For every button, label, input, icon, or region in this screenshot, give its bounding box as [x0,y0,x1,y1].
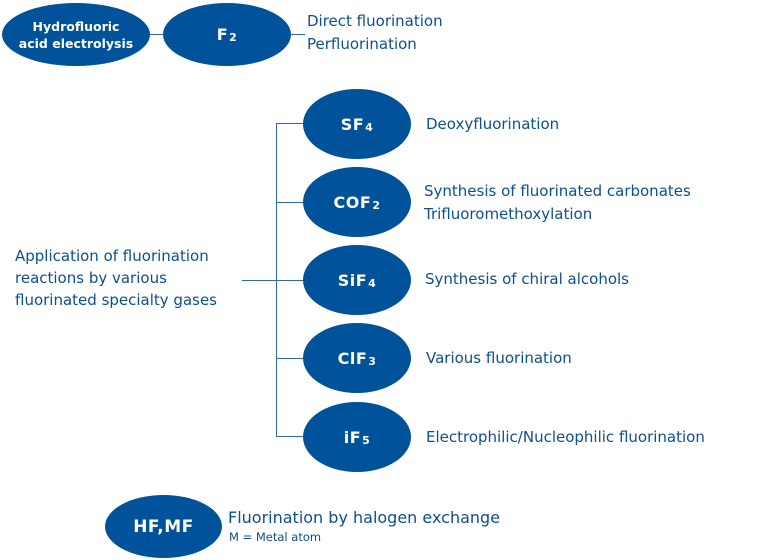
sif4-applications: Synthesis of chiral alcohols [425,268,629,291]
node-label-line-2: acid electrolysis [18,35,134,51]
gas-formula: SiF [337,270,368,290]
node-label-line-1: Hydrofluoric [32,18,120,34]
gas-formula: ClF [337,348,368,368]
connector-f2-to-applications [290,34,305,35]
connector-hub-horizontal [242,280,306,281]
hub-label-line-2: reactions by various [15,269,167,287]
gas-formula: iF [343,427,362,447]
connector-bracket-vertical [276,123,277,437]
connector-branch [276,358,306,359]
gas-subscript: 4 [365,120,374,134]
connector-branch [276,436,306,437]
gas-formula: HF,MF [133,516,194,537]
f2-applications: Direct fluorination Perfluorination [307,10,443,56]
application-text: Synthesis of chiral alcohols [425,270,629,288]
application-text: Trifluoromethoxylation [424,205,593,223]
if5-applications: Electrophilic/Nucleophilic fluorination [426,426,705,449]
connector-branch [276,202,306,203]
gas-subscript: 5 [362,433,371,447]
application-text: Synthesis of fluorinated carbonates [424,182,691,200]
clf3-applications: Various fluorination [426,347,572,370]
node-hf-mf: HF,MF [105,495,222,558]
gas-subscript: 2 [229,31,238,44]
hub-label-line-1: Application of fluorination [15,247,209,265]
metal-atom-note: M = Metal atom [229,530,322,544]
application-text: Various fluorination [426,349,572,367]
application-text: Direct fluorination [307,12,443,30]
gas-subscript: 2 [372,198,381,212]
hub-label-line-3: fluorinated specialty gases [15,291,218,309]
connector-branch [276,123,306,124]
application-text: Electrophilic/Nucleophilic fluorination [426,428,705,446]
gas-subscript: 4 [368,276,377,290]
cof2-applications: Synthesis of fluorinated carbonates Trif… [424,180,691,226]
hub-label: Application of fluorination reactions by… [15,245,217,311]
gas-formula: COF [333,192,372,212]
gas-formula: SF [340,114,365,134]
halogen-exchange-application: Fluorination by halogen exchange [228,508,501,527]
application-text: Perfluorination [307,35,417,53]
gas-formula: F [216,25,229,44]
sf4-applications: Deoxyfluorination [426,113,559,136]
application-text: Deoxyfluorination [426,115,560,133]
gas-subscript: 3 [368,354,377,368]
node-hydrofluoric-acid-electrolysis: Hydrofluoric acid electrolysis [2,3,150,66]
connector-source-to-f2 [150,34,164,35]
